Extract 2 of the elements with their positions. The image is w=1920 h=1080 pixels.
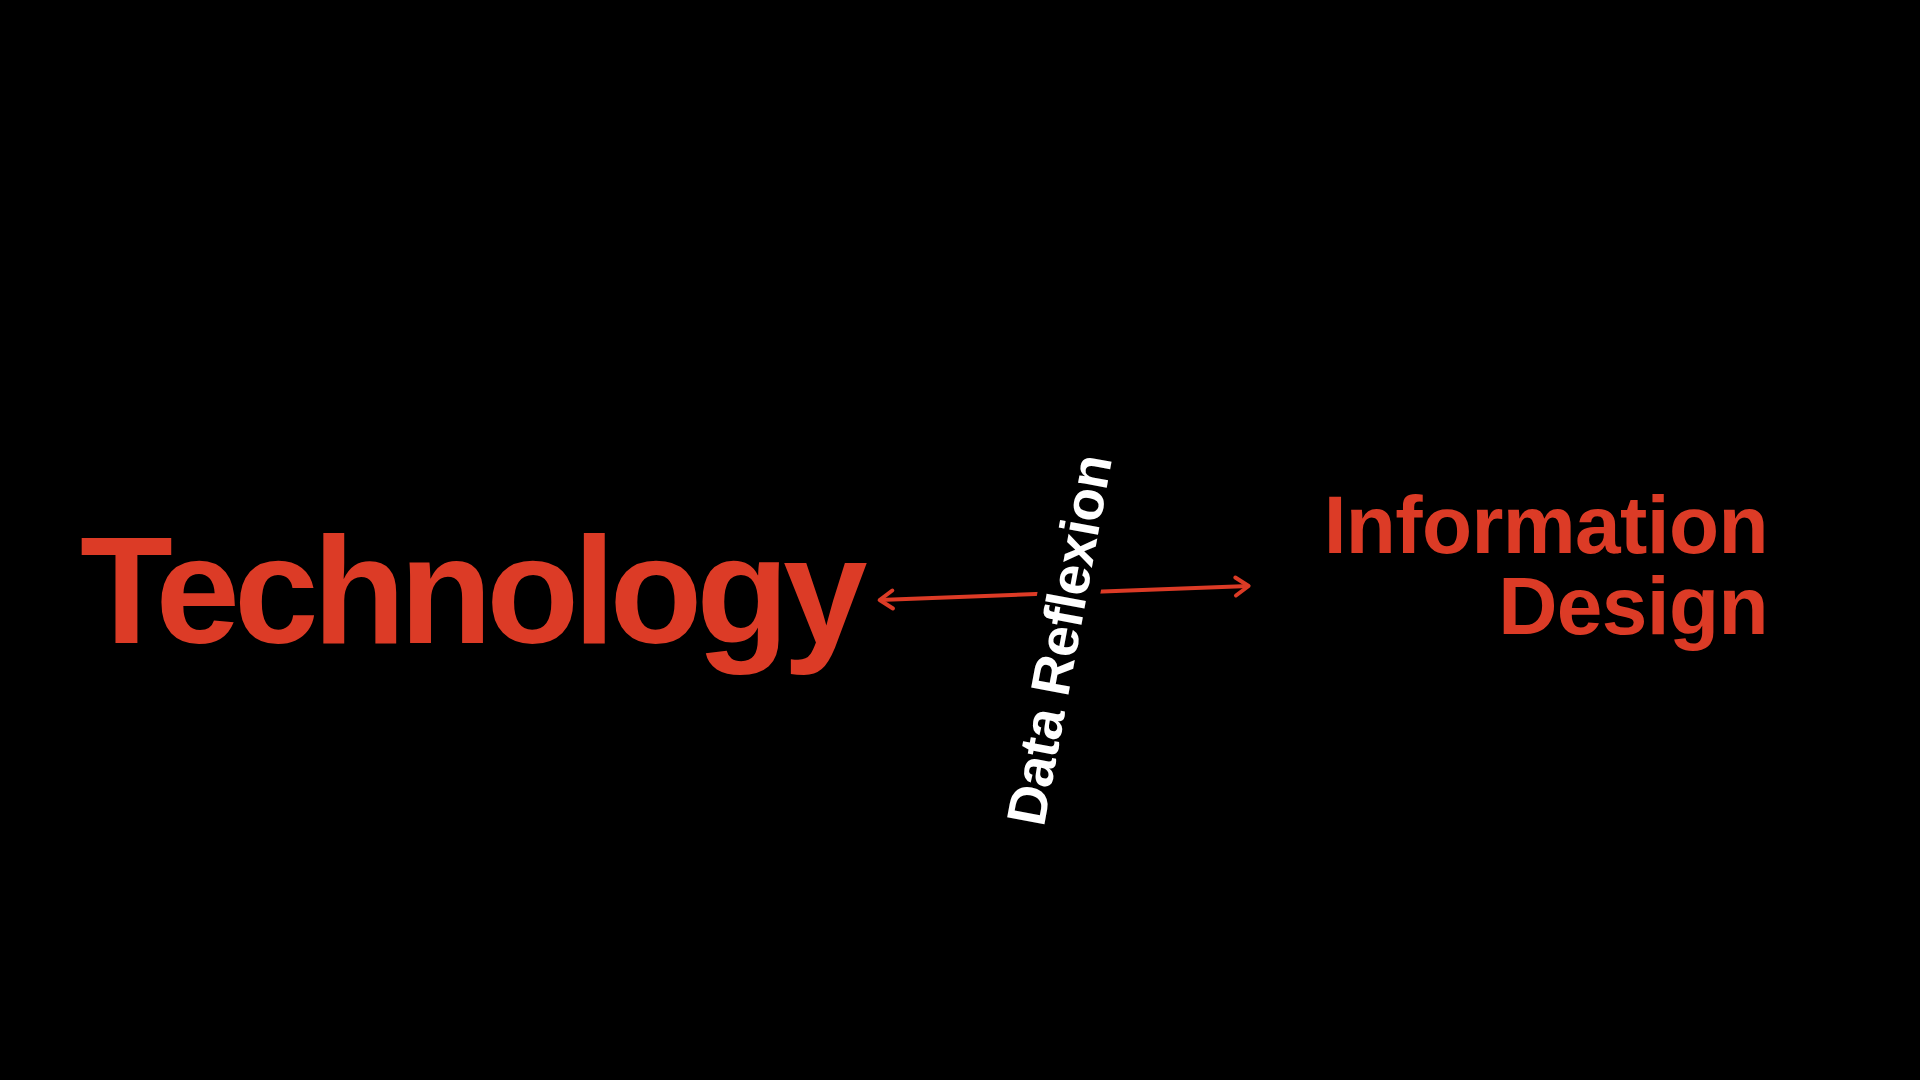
concept-label: Technology	[80, 510, 866, 680]
concept-label: Information Design	[1321, 482, 1770, 656]
